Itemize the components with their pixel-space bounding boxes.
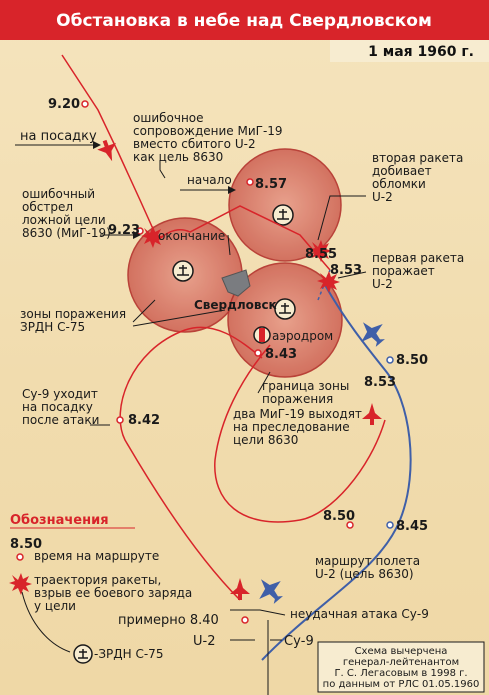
route-mig-pursuit [214,344,386,523]
time-845: 8.45 [396,519,428,534]
legend-rocket-2: взрыв ее боевого заряда [34,586,192,600]
label-pursuit-1: два МиГ-19 выходят [233,407,362,421]
time-853a: 8.53 [330,263,362,278]
aircraft-icon [361,322,385,347]
legend-time-marker [16,553,24,561]
label-first-2: поражает [372,264,435,278]
label-end: окончание [158,229,225,243]
legend-rocket-1: траектория ракеты, [34,573,161,587]
label-escort-2: сопровождение МиГ-19 [133,124,283,138]
aerodrome-icon [253,326,271,344]
time-850a: 8.50 [396,353,428,368]
route-mig-landing [61,54,159,241]
label-boundary-1: граница зоны [262,379,349,393]
label-landing: на посадку [20,129,97,144]
time-850b: 8.50 [323,509,355,524]
title-banner [0,0,489,40]
zone-south [227,262,343,378]
label-start: начало [187,173,232,187]
explosion-icon [317,271,340,293]
legend-rocket-3: у цели [34,599,76,613]
sam-site-icon [272,204,294,226]
label-first-1: первая ракета [372,251,464,265]
label-su9-2: на посадку [22,400,93,414]
credit-line-1: Схема вычерчена [355,646,448,657]
leader-lines [15,141,367,695]
credit-line-3: Г. С. Легасовым в 1998 г. [334,668,467,679]
aircraft-icon [97,139,117,162]
route-su9 [119,326,263,601]
label-zones-1: зоны поражения [20,307,126,321]
engagement-zones [127,148,343,378]
label-fire-4: 8630 (МиГ-19) [22,226,111,240]
credit-box: Схема вычерчена генерал-лейтенантом Г. С… [317,641,485,693]
label-aerodrome: аэродром [272,329,333,343]
sam-site-icon [172,260,194,282]
legend-time-example: 8.50 [10,537,42,552]
label-second-1: вторая ракета [372,151,463,165]
credit-line-4: по данным от РЛС 01.05.1960 [323,679,480,690]
time-855: 8.55 [305,247,337,262]
label-city: Свердловск [194,298,277,312]
legend-heading: Обозначения [10,513,109,528]
label-su9-3: после атаки [22,413,99,427]
time-923: 9.23 [108,223,140,238]
time-920: 9.20 [48,97,80,112]
label-u2: U-2 [193,634,215,649]
label-escort-4: как цель 8630 [133,150,223,164]
time-842: 8.42 [128,413,160,428]
time-857: 8.57 [255,177,287,192]
time-843: 8.43 [265,347,297,362]
sam-site-icon [73,644,93,664]
label-boundary-2: поражения [262,392,333,406]
label-pursuit-2: на преследование [233,420,350,434]
label-escort-3: вместо сбитого U-2 [133,137,256,151]
explosion-icon [141,226,164,248]
label-second-2: добивает [372,164,432,178]
label-zones-2: ЗРДН С-75 [20,320,85,334]
aircraft-icon [230,578,250,600]
legend-time-desc: время на маршруте [34,549,159,563]
label-su9-1: Су-9 уходит [22,387,98,401]
sam-site-icon [274,298,296,320]
label-fire-2: обстрел [22,200,73,214]
credit-line-2: генерал-лейтенантом [343,657,459,668]
route-u2 [261,284,412,661]
label-route-2: U-2 (цель 8630) [315,567,414,581]
aircraft-icon [362,403,382,425]
label-failed-attack: неудачная атака Су-9 [290,607,429,621]
legend: Обозначения 8.50 время на маршруте траек… [9,513,192,664]
page-title: Обстановка в небе над Свердловском [56,11,432,31]
route-mig-escort [157,205,331,271]
label-su9: Су-9 [284,634,314,649]
label-fire-3: ложной цели [22,213,106,227]
label-second-3: обломки [372,177,426,191]
label-fire-1: ошибочный [22,187,95,201]
legend-sam: -ЗРДН С-75 [94,647,163,661]
label-first-3: U-2 [372,277,393,291]
city-shape [221,269,251,297]
label-pursuit-3: цели 8630 [233,433,298,447]
missile-trajectory-icon [21,591,71,653]
explosion-icon [9,573,32,595]
label-route-1: маршрут полета [315,554,420,568]
explosion-icon [309,240,332,262]
date-box [330,40,489,62]
label-approx: примерно 8.40 [118,613,219,628]
label-second-4: U-2 [372,190,393,204]
time-853b: 8.53 [364,375,396,390]
date-label: 1 мая 1960 г. [368,44,474,60]
label-escort-1: ошибочное [133,111,204,125]
aircraft-icon [259,579,283,604]
